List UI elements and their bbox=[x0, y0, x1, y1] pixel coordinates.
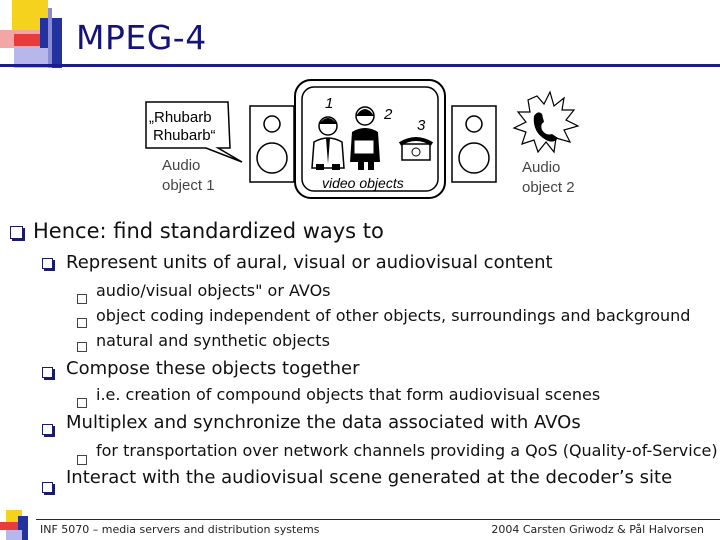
bullet-compound-objects: i.e. creation of compound objects that f… bbox=[96, 385, 601, 404]
telephone-icon bbox=[398, 137, 434, 161]
slide-logo bbox=[0, 0, 62, 68]
speech-bubble-line1: „Rhubarb bbox=[149, 109, 212, 126]
left-speaker-icon bbox=[249, 105, 295, 183]
sub-bullet-square-icon bbox=[77, 398, 87, 408]
sub-bullet-square-icon bbox=[77, 455, 87, 465]
bullet-natural-synthetic: natural and synthetic objects bbox=[96, 331, 330, 350]
ringing-phone-icon bbox=[512, 90, 580, 154]
audio-object-2-label-line1: Audio bbox=[522, 159, 560, 176]
video-object-number-3: 3 bbox=[417, 117, 426, 134]
bullet-square-icon bbox=[42, 424, 53, 435]
audio-object-1-label-line1: Audio bbox=[162, 157, 200, 174]
speech-bubble-line2: Rhubarb“ bbox=[153, 127, 216, 144]
audio-object-2-label-line2: object 2 bbox=[522, 179, 575, 196]
title-divider bbox=[0, 64, 720, 67]
footer-course: INF 5070 – media servers and distributio… bbox=[40, 523, 320, 536]
slide-title: MPEG-4 bbox=[76, 18, 207, 57]
video-object-number-2: 2 bbox=[383, 106, 393, 123]
footer-logo bbox=[0, 510, 28, 540]
footer-authors: 2004 Carsten Griwodz & Pål Halvorsen bbox=[491, 523, 704, 536]
sub-bullet-square-icon bbox=[77, 318, 87, 328]
speech-bubble-shape bbox=[145, 101, 243, 163]
bullet-interact: Interact with the audiovisual scene gene… bbox=[66, 467, 673, 488]
person-icon bbox=[311, 116, 345, 170]
video-object-number-1: 1 bbox=[325, 95, 333, 112]
right-speaker-icon bbox=[451, 105, 497, 183]
video-objects-label: video objects bbox=[322, 175, 404, 191]
bullet-square-icon bbox=[10, 226, 23, 239]
bullet-square-icon bbox=[42, 482, 53, 493]
bullet-represent: Represent units of aural, visual or audi… bbox=[66, 252, 553, 273]
bullet-transportation: for transportation over network channels… bbox=[96, 441, 718, 460]
sub-bullet-square-icon bbox=[77, 342, 87, 352]
footer-divider bbox=[36, 519, 720, 520]
person-icon bbox=[350, 106, 380, 170]
bullet-avos: audio/visual objects" or AVOs bbox=[96, 281, 331, 300]
bullet-compose: Compose these objects together bbox=[66, 358, 360, 379]
sub-bullet-square-icon bbox=[77, 294, 87, 304]
bullet-square-icon bbox=[42, 367, 53, 378]
bullet-multiplex: Multiplex and synchronize the data assoc… bbox=[66, 412, 581, 433]
mpeg4-scene-figure: „Rhubarb Rhubarb“ 1 2 3 video objects bbox=[145, 79, 580, 199]
bullet-square-icon bbox=[42, 258, 53, 269]
bullet-object-coding: object coding independent of other objec… bbox=[96, 306, 691, 325]
bullet-hence: Hence: find standardized ways to bbox=[33, 219, 384, 243]
audio-object-1-label-line2: object 1 bbox=[162, 177, 215, 194]
